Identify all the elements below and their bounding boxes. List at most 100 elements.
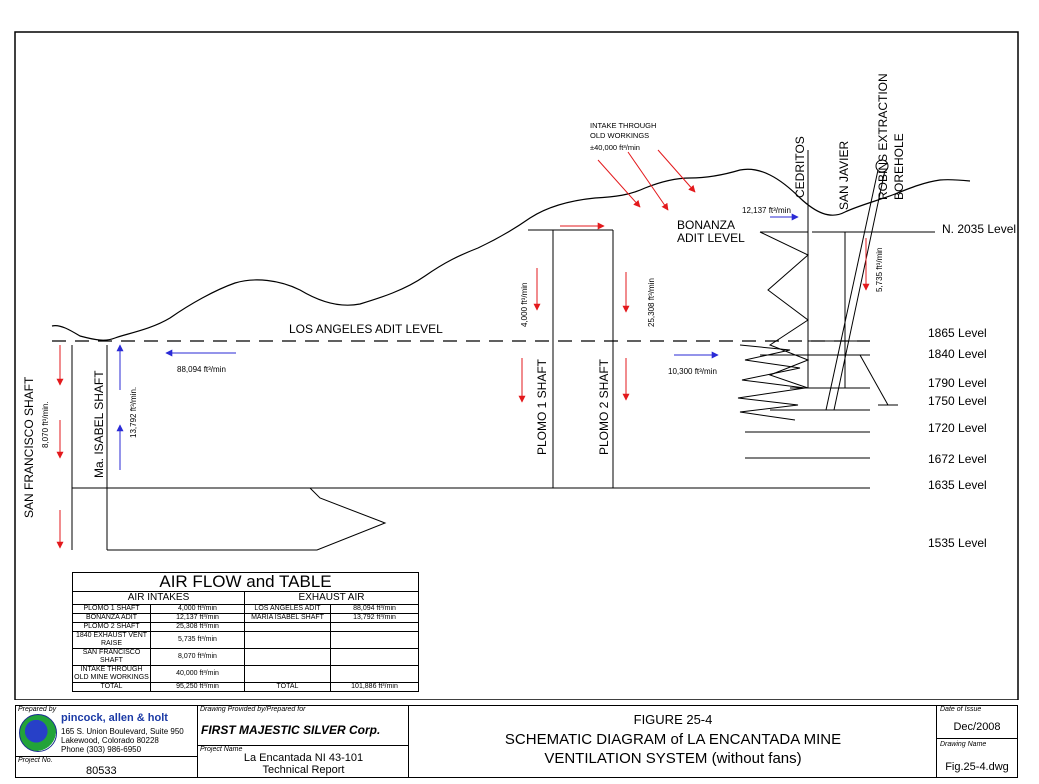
label-robins-1: ROBINS EXTRACTION: [876, 73, 890, 200]
vent-raise-1840: [859, 354, 889, 406]
table-exhaust-header: EXHAUST AIR: [243, 591, 420, 605]
label-level-1535: 1535 Level: [928, 536, 987, 550]
table-intakes-header: AIR INTAKES: [72, 591, 245, 605]
label-bonanza-adit: ADIT LEVEL: [677, 231, 745, 245]
table-cell: [329, 665, 420, 683]
table-cell: 95,250 ft³/min: [150, 682, 245, 692]
project-name-label: Project Name: [200, 746, 243, 753]
flow-bonanza: 12,137 ft³/min: [742, 206, 791, 215]
label-level-1840: 1840 Level: [928, 347, 987, 361]
robins-borehole-a: [825, 169, 879, 411]
table-cell: 8,070 ft³/min: [150, 648, 245, 666]
label-bonanza: BONANZA: [677, 218, 735, 232]
figure-title-2: VENTILATION SYSTEM (without fans): [544, 750, 802, 767]
table-cell: [244, 648, 331, 666]
flow-plomo1: 4,000 ft³/min: [520, 283, 529, 327]
figure-title-cell: FIGURE 25-4 SCHEMATIC DIAGRAM of LA ENCA…: [409, 706, 937, 778]
table-cell: 25,308 ft³/min: [150, 622, 245, 632]
table-cell: [329, 631, 420, 649]
label-level-2035: N. 2035 Level: [942, 222, 1016, 236]
lower-workings: [107, 487, 387, 551]
drawing-border: [14, 31, 1019, 700]
table-cell: 101,886 ft³/min: [329, 682, 420, 692]
table-cell: INTAKE THROUGH OLD MINE WORKINGS: [72, 665, 151, 683]
label-level-1635: 1635 Level: [928, 478, 987, 492]
table-title: AIR FLOW and TABLE: [71, 572, 420, 592]
label-san-javier: SAN JAVIER: [837, 141, 851, 210]
table-cell: 13,792 ft³/min: [329, 613, 420, 623]
table-cell: TOTAL: [72, 682, 151, 692]
label-level-1672: 1672 Level: [928, 452, 987, 466]
cedritos-workings: [759, 231, 810, 389]
label-los-angeles-adit: LOS ANGELES ADIT LEVEL: [289, 322, 443, 336]
label-intake-2: OLD WORKINGS: [590, 131, 649, 140]
flow-plomo2: 25,308 ft³/min: [647, 278, 656, 327]
drawing-name: Fig.25-4.dwg: [945, 761, 1009, 773]
date-cell: Date of Issue Dec/2008: [937, 706, 1017, 739]
label-robins-2: BOREHOLE: [892, 133, 906, 200]
client-name: FIRST MAJESTIC SILVER Corp.: [201, 723, 381, 737]
table-cell: [329, 648, 420, 666]
project-name-cell: Project Name La Encantada NI 43-101 Tech…: [198, 746, 409, 778]
project-name-1: La Encantada NI 43-101: [243, 752, 364, 764]
table-cell: BONANZA ADIT: [72, 613, 151, 623]
robins-borehole-collar: [875, 159, 889, 173]
flow-la-adit: 88,094 ft³/min: [177, 365, 226, 374]
label-intake-1: INTAKE THROUGH: [590, 121, 656, 130]
arrow-intake-old-works-1: [597, 159, 641, 208]
mine-ventilation-diagram: N. 2035 Level 1865 Level 1840 Level 1790…: [14, 31, 1019, 700]
prepared-by-cell: Prepared by pincock, allen & holt 165 S.…: [16, 706, 198, 757]
table-cell: LOS ANGELES ADIT: [244, 604, 331, 614]
label-level-1790: 1790 Level: [928, 376, 987, 390]
air-flow-table: AIR FLOW and TABLE AIR INTAKES EXHAUST A…: [71, 572, 420, 692]
firm-logo-icon: [19, 714, 57, 752]
project-no-label: Project No.: [18, 757, 53, 764]
date-value: Dec/2008: [953, 721, 1001, 733]
label-san-francisco: SAN FRANCISCO SHAFT: [22, 376, 36, 518]
table-cell: 4,000 ft³/min: [150, 604, 245, 614]
firm-address-2: Lakewood, Colorado 80228: [61, 736, 159, 745]
figure-number: FIGURE 25-4: [633, 712, 713, 727]
table-cell: 5,735 ft³/min: [150, 631, 245, 649]
table-cell: PLOMO 1 SHAFT: [72, 604, 151, 614]
robins-borehole-b: [833, 169, 886, 411]
project-no-cell: Project No. 80533: [16, 757, 198, 778]
zigzag-workings: [737, 344, 806, 421]
drawing-label: Drawing Name: [940, 741, 987, 748]
date-label: Date of Issue: [940, 706, 982, 713]
flow-robins: 5,735 ft³/min: [875, 248, 884, 292]
table-cell: [244, 665, 331, 683]
provided-label: Drawing Provided by/Prepared for: [200, 706, 306, 713]
table-cell: 12,137 ft³/min: [150, 613, 245, 623]
table-cell: SAN FRANCISCO SHAFT: [72, 648, 151, 666]
label-cedritos: CEDRITOS: [793, 136, 807, 198]
arrow-intake-old-works-3: [657, 149, 696, 193]
table-cell: TOTAL: [244, 682, 331, 692]
figure-title-1: SCHEMATIC DIAGRAM of LA ENCANTADA MINE: [504, 731, 842, 748]
label-intake-3: ±40,000 ft³/min: [590, 143, 640, 152]
firm-name: pincock, allen & holt: [61, 712, 168, 724]
table-cell: MARIA ISABEL SHAFT: [244, 613, 331, 623]
table-cell: 88,094 ft³/min: [329, 604, 420, 614]
flow-1840: 10,300 ft³/min: [668, 367, 717, 376]
client-cell: Drawing Provided by/Prepared for FIRST M…: [198, 706, 409, 746]
title-block: Prepared by pincock, allen & holt 165 S.…: [15, 705, 1018, 778]
table-cell: PLOMO 2 SHAFT: [72, 622, 151, 632]
surface-profile: [51, 168, 971, 341]
table-cell: [244, 622, 331, 632]
table-cell: [329, 622, 420, 632]
flow-isabel: 13,792 ft³/min.: [129, 387, 138, 438]
drawing-cell: Drawing Name Fig.25-4.dwg: [937, 739, 1017, 778]
label-level-1720: 1720 Level: [928, 421, 987, 435]
label-plomo2: PLOMO 2 SHAFT: [597, 358, 611, 455]
arrow-intake-old-works-2: [627, 151, 669, 211]
label-ma-isabel: Ma. ISABEL SHAFT: [92, 370, 106, 478]
